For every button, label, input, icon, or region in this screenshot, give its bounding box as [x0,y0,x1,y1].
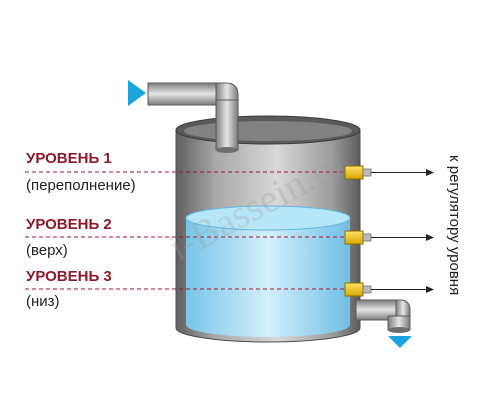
level-1-subtitle: (переполнение) [26,177,136,194]
level-1-title: УРОВЕНЬ 1 [26,150,112,167]
level-2-title: УРОВЕНЬ 2 [26,216,112,233]
level-lines [25,171,345,290]
water-body [186,218,350,337]
outflow-pipe [355,299,411,333]
sensor-3 [344,282,434,297]
inflow-pipe [147,82,239,153]
level-2-subtitle: (верх) [26,242,68,259]
level-3-title: УРОВЕНЬ 3 [26,268,112,285]
tank-top-opening [184,121,352,141]
arrow-right-icon [426,169,434,176]
arrow-right-icon [426,234,434,241]
triangle-right-icon [128,80,146,106]
arrow-right-icon [426,286,434,293]
triangle-down-icon [388,336,412,348]
sensor-2 [344,230,434,245]
water-surface [185,205,351,231]
regulator-label: к регулятору уровня [446,155,463,295]
sensor-1 [344,165,434,180]
level-3-subtitle: (низ) [26,293,60,310]
